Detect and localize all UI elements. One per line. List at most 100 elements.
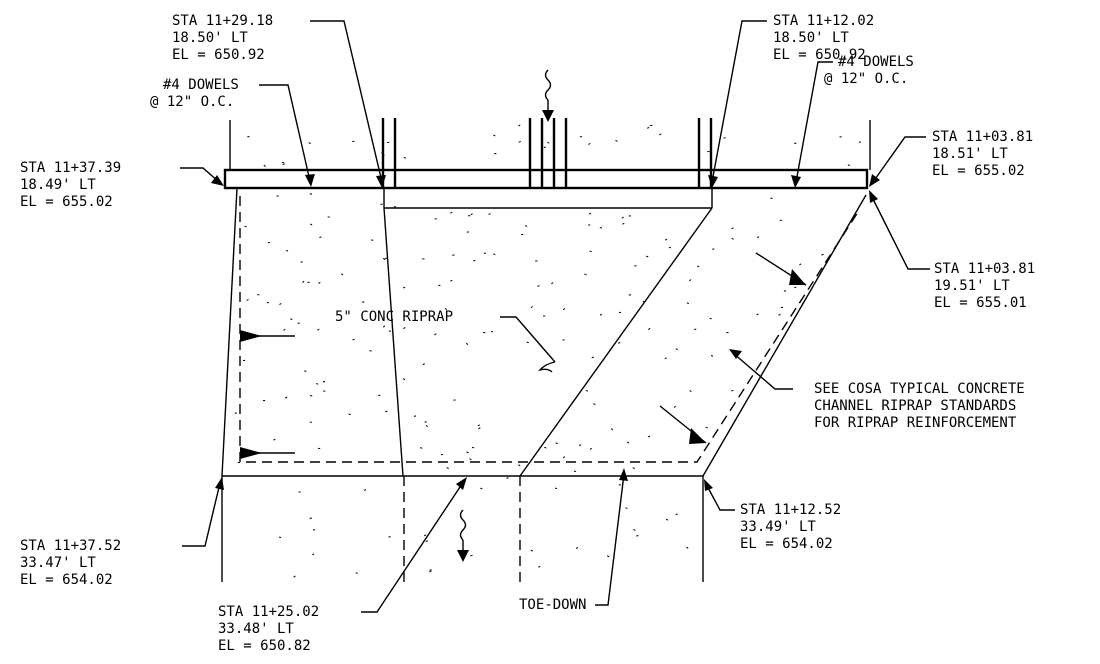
- arrow-head-icon: [689, 428, 706, 444]
- stipple-dot: [480, 487, 483, 490]
- stipple-dot: [450, 279, 453, 282]
- stipple-dot: [847, 164, 851, 167]
- stipple-dot: [263, 164, 266, 167]
- stipple-dot: [694, 328, 697, 331]
- stipple-dot: [636, 534, 639, 537]
- stipple-dot: [490, 330, 494, 333]
- stipple-dot: [633, 529, 636, 531]
- stipple-dot: [402, 378, 406, 381]
- stipple-dot: [544, 446, 547, 449]
- stipple-dot: [537, 284, 540, 287]
- stipple-dot: [547, 141, 550, 144]
- stipple-dot: [452, 254, 455, 256]
- stipple-dot: [506, 477, 509, 479]
- stipple-dot: [317, 328, 320, 331]
- stipple-dot: [302, 280, 305, 283]
- arrow-head-icon: [240, 447, 262, 459]
- stipple-dot: [465, 342, 469, 345]
- stipple-dot: [425, 540, 429, 542]
- reinforcement-arrows: [240, 252, 807, 459]
- stipple-dot: [322, 380, 326, 383]
- stipple-dot: [599, 313, 603, 316]
- stipple-dot: [422, 363, 425, 366]
- flow-arrow-icon: [457, 550, 469, 562]
- stipple-dot: [686, 302, 690, 305]
- stipple-dot: [632, 467, 635, 470]
- stipple-dot: [473, 259, 476, 262]
- callout-labels: STA 11+29.18 18.50' LT EL = 650.92 STA 1…: [20, 13, 1044, 654]
- stipple-dot: [562, 456, 566, 459]
- stipple-dot: [446, 467, 449, 469]
- stipple-dot: [402, 286, 406, 289]
- callout-dowels-right: #4 DOWELS @ 12" O.C.: [824, 54, 922, 87]
- stipple-dot: [530, 549, 534, 552]
- callout-sta-112502: STA 11+25.02 33.48' LT EL = 650.82: [218, 604, 328, 654]
- stipple-dot: [340, 273, 344, 276]
- arrow-head-icon: [240, 330, 262, 342]
- stipple-dot: [470, 213, 473, 216]
- concrete-stipple: [234, 124, 862, 578]
- stipple-dot: [555, 442, 558, 444]
- flow-arrow-icon: [542, 110, 554, 122]
- stipple-dot: [362, 301, 365, 303]
- stipple-dot: [645, 255, 649, 258]
- stipple-dot: [279, 302, 282, 305]
- stipple-dot: [385, 410, 388, 413]
- stipple-dot: [543, 146, 547, 149]
- stipple-dot: [731, 227, 734, 230]
- stipple-dot: [284, 396, 288, 399]
- stipple-dot: [664, 357, 667, 360]
- stipple-dot: [315, 383, 319, 385]
- stipple-dot: [697, 265, 700, 268]
- callout-sta-110381-side: STA 11+03.81 19.51' LT EL = 655.01: [934, 261, 1044, 311]
- stipple-dot: [384, 257, 388, 260]
- stipple-dot: [668, 246, 672, 249]
- stipple-dot: [518, 124, 521, 127]
- callout-dowels-left: #4 DOWELS @ 12" O.C.: [150, 77, 247, 110]
- stipple-dot: [621, 216, 624, 219]
- stipple-dot: [478, 427, 481, 430]
- stipple-dot: [554, 487, 558, 490]
- stipple-dot: [731, 237, 734, 240]
- stipple-dot: [710, 355, 714, 357]
- stipple-dot: [599, 226, 603, 229]
- callout-riprap: 5" CONC RIPRAP: [335, 309, 453, 325]
- stipple-dot: [778, 313, 781, 316]
- leader-lines: [180, 20, 930, 613]
- callout-toe-down: TOE-DOWN: [519, 597, 586, 613]
- stipple-dot: [606, 555, 610, 558]
- stipple-dot: [625, 507, 628, 509]
- stipple-dot: [821, 253, 824, 256]
- stipple-dot: [615, 140, 618, 142]
- stipple-dot: [588, 212, 592, 215]
- stipple-dot: [309, 223, 313, 226]
- stipple-dot: [579, 135, 583, 138]
- stipple-dot: [585, 389, 589, 392]
- stipple-dot: [647, 126, 650, 129]
- stipple-dot: [538, 565, 541, 568]
- stipple-dot: [686, 546, 689, 549]
- stipple-dot: [309, 193, 313, 195]
- stipple-dot: [425, 424, 429, 428]
- stipple-dot: [756, 236, 760, 239]
- stipple-dot: [530, 305, 533, 309]
- stipple-dot: [318, 281, 321, 284]
- dowel-bars: [381, 118, 713, 188]
- stipple-dot: [469, 458, 472, 461]
- stipple-dot: [348, 413, 351, 416]
- callout-sta-113739: STA 11+37.39 18.49' LT EL = 655.02: [20, 160, 130, 210]
- callout-sta-113752: STA 11+37.52 33.47' LT EL = 654.02: [20, 538, 130, 588]
- stipple-dot: [673, 405, 677, 408]
- stipple-dot: [493, 134, 496, 137]
- stipple-dot: [588, 143, 591, 145]
- stipple-dot: [648, 327, 651, 330]
- stipple-dot: [705, 426, 708, 429]
- arrow-head-icon: [789, 269, 806, 285]
- stipple-dot: [578, 444, 582, 447]
- stipple-dot: [488, 213, 491, 215]
- stipple-dot: [551, 282, 554, 285]
- stipple-dot: [731, 389, 734, 392]
- stipple-dot: [419, 312, 423, 314]
- stipple-dot: [794, 142, 797, 145]
- stipple-dot: [689, 390, 692, 393]
